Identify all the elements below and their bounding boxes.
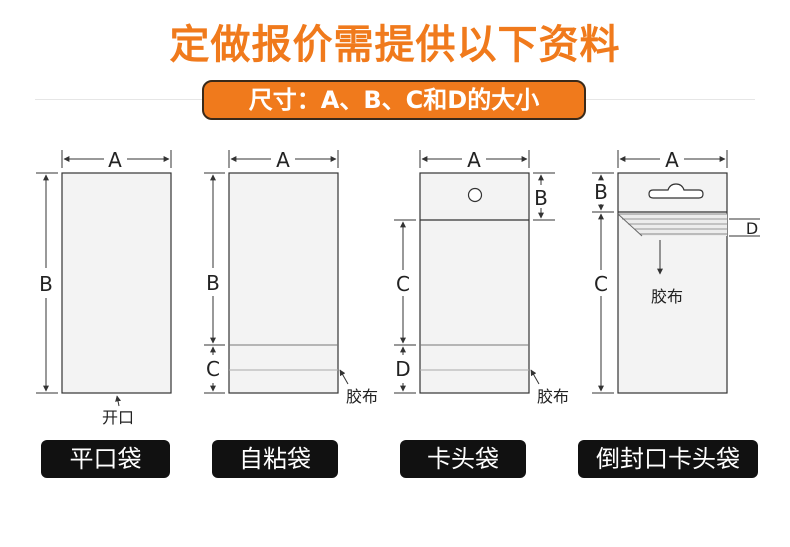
adhesive-note: 胶布 bbox=[346, 387, 378, 406]
dim-a-label: A bbox=[108, 148, 122, 172]
bag-flat-label: 平口袋 bbox=[41, 440, 170, 478]
dim-b-label: B bbox=[39, 272, 53, 296]
dim-d-label: D bbox=[746, 219, 758, 238]
bag-header-card: A B C D 胶布 bbox=[394, 148, 569, 406]
dim-b-label: B bbox=[534, 186, 548, 210]
bag-reverse-seal-label: 倒封口卡头袋 bbox=[578, 440, 758, 478]
adhesive-note: 胶布 bbox=[651, 287, 683, 306]
dim-d-label: D bbox=[395, 357, 410, 381]
hang-hole bbox=[467, 187, 483, 203]
bag-flat-body bbox=[61, 172, 172, 394]
dim-c-label: C bbox=[594, 272, 608, 296]
page-title: 定做报价需提供以下资料 bbox=[169, 22, 621, 68]
bag-reverse-seal-header: A B C D 胶布 bbox=[592, 148, 760, 394]
bag-flat: A B 开口 bbox=[36, 148, 172, 427]
dim-c-label: C bbox=[396, 272, 410, 296]
dim-c-label: C bbox=[206, 357, 220, 381]
opening-note: 开口 bbox=[102, 408, 134, 427]
dim-a-label: A bbox=[276, 148, 290, 172]
size-requirement-badge: 尺寸：A、B、C和D的大小 bbox=[202, 80, 586, 120]
bag-reverse-seal-body bbox=[617, 172, 728, 394]
dim-a-label: A bbox=[665, 148, 679, 172]
bag-header-card-body bbox=[419, 172, 530, 394]
bag-self-seal-body bbox=[228, 172, 339, 394]
euro-hang-hole bbox=[648, 183, 704, 199]
dim-a-label: A bbox=[467, 148, 481, 172]
bag-header-card-label: 卡头袋 bbox=[400, 440, 526, 478]
dim-b-label: B bbox=[594, 180, 608, 204]
bag-self-seal-label: 自粘袋 bbox=[212, 440, 338, 478]
bag-self-seal: A B C 胶布 bbox=[204, 148, 378, 406]
dim-b-label: B bbox=[206, 271, 220, 295]
adhesive-note: 胶布 bbox=[537, 387, 569, 406]
